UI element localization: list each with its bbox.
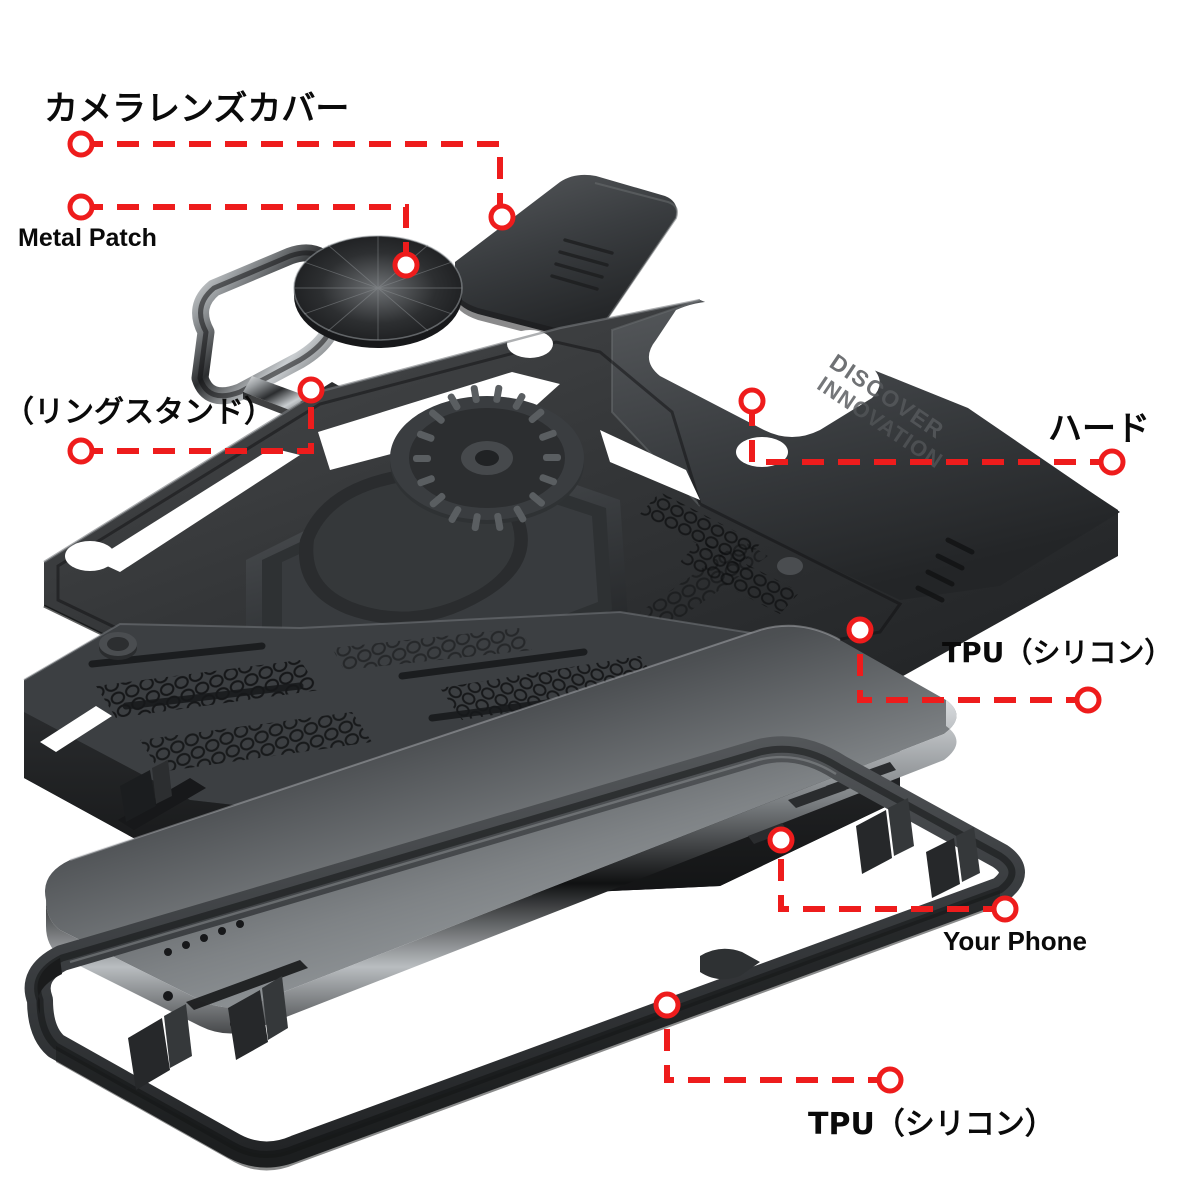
callout-label-tpu-silicone-upper: TPU（シリコン） xyxy=(942,636,1173,669)
callout-label-tpu-silicone-lower: TPU（シリコン） xyxy=(808,1107,1055,1142)
ring-dial xyxy=(390,384,584,532)
callout-label-metal-patch: Metal Patch xyxy=(18,224,157,252)
callout-label-your-phone: Your Phone xyxy=(943,926,1087,956)
callout-label-camera-lens-cover: カメラレンズカバー xyxy=(44,89,350,129)
callout-label-hard: ハード xyxy=(1048,409,1150,449)
metal-patch-disc xyxy=(293,235,463,348)
callout-label-ring-stand: （リングスタンド） xyxy=(4,395,274,430)
button-cover xyxy=(99,632,137,660)
